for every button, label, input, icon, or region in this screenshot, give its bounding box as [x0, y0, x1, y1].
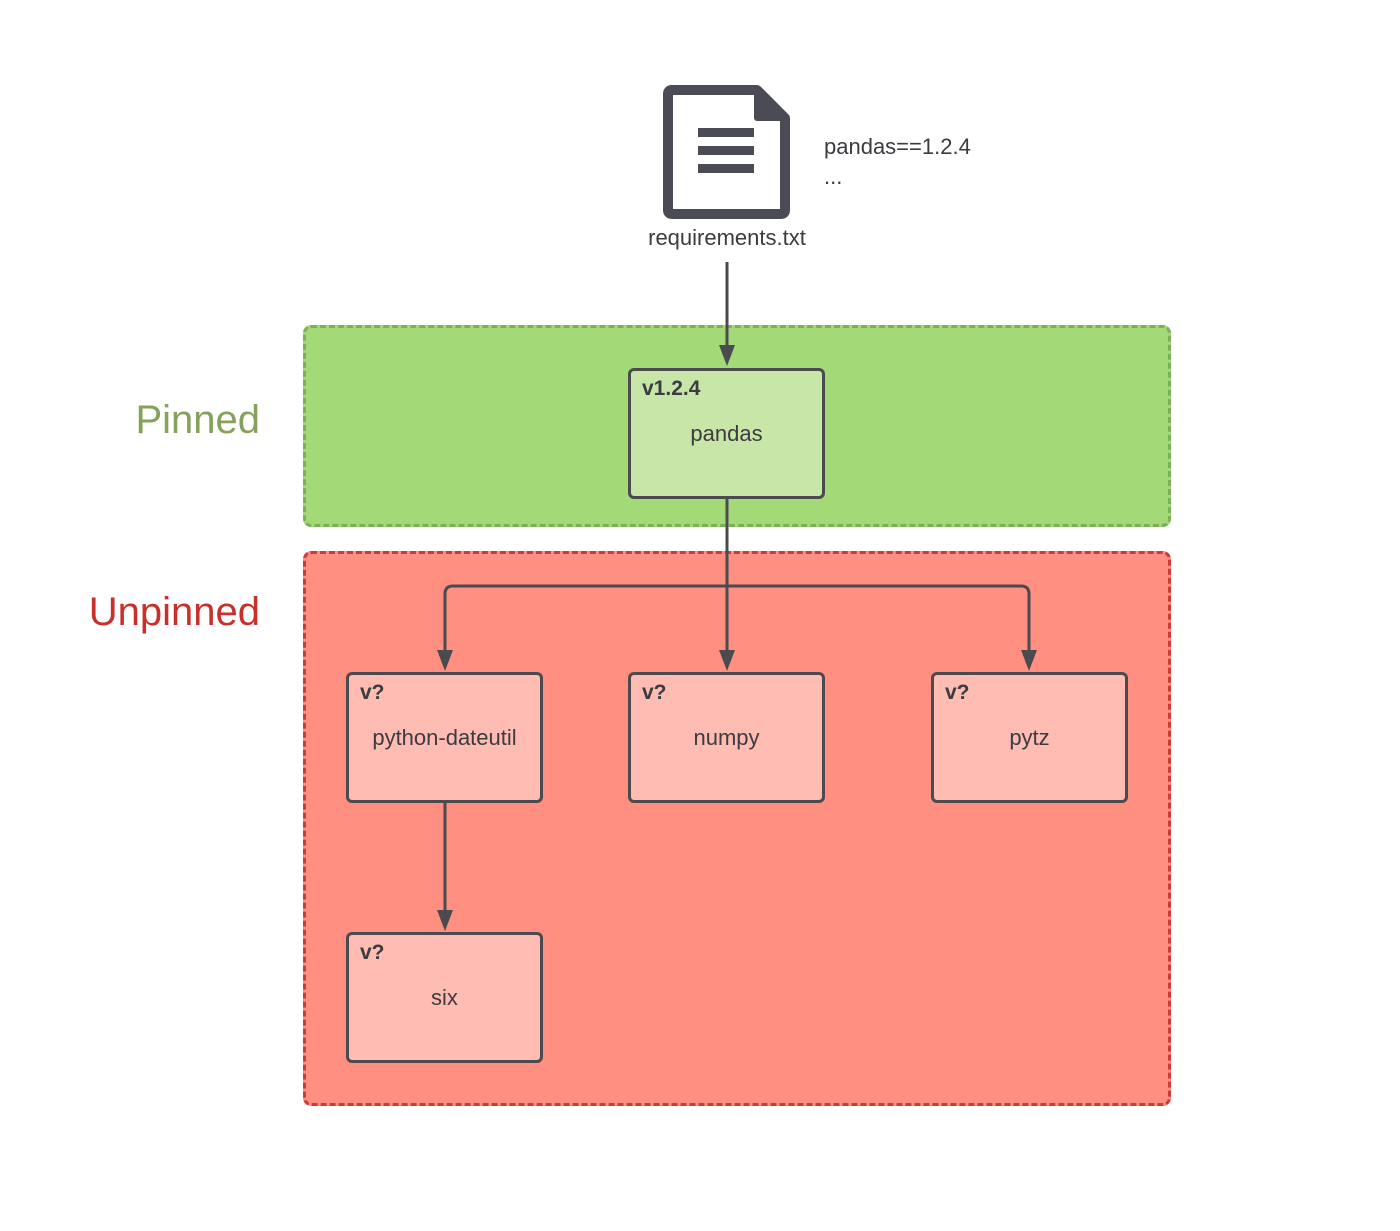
package-name: python-dateutil — [372, 725, 517, 750]
requirements-filename: requirements.txt — [648, 225, 806, 250]
version-label: v1.2.4 — [642, 377, 701, 400]
requirements-content: pandas==1.2.4 ... — [824, 132, 971, 192]
node-pandas: v1.2.4 pandas — [628, 368, 825, 499]
arrowhead — [719, 345, 735, 366]
package-name: six — [431, 985, 458, 1010]
node-numpy: v? numpy — [628, 672, 825, 803]
edge-pandas-dateutil — [443, 584, 727, 654]
version-label: v? — [945, 681, 970, 704]
requirements-line: ... — [824, 164, 843, 189]
node-six: v? six — [346, 932, 543, 1063]
pinned-label: Pinned — [135, 398, 260, 442]
version-label: v? — [360, 681, 385, 704]
arrowhead — [437, 910, 453, 931]
requirements-line: pandas==1.2.4 — [824, 134, 971, 159]
arrowhead — [719, 650, 735, 671]
node-python-dateutil: v? python-dateutil — [346, 672, 543, 803]
package-name: pytz — [1009, 725, 1050, 750]
package-name: numpy — [693, 725, 760, 750]
arrowhead — [437, 650, 453, 671]
package-name: pandas — [690, 421, 763, 446]
node-pytz: v? pytz — [931, 672, 1128, 803]
edge-pandas-pytz — [727, 584, 1031, 654]
version-label: v? — [642, 681, 667, 704]
arrowhead — [1021, 650, 1037, 671]
unpinned-label: Unpinned — [88, 590, 260, 634]
version-label: v? — [360, 941, 385, 964]
